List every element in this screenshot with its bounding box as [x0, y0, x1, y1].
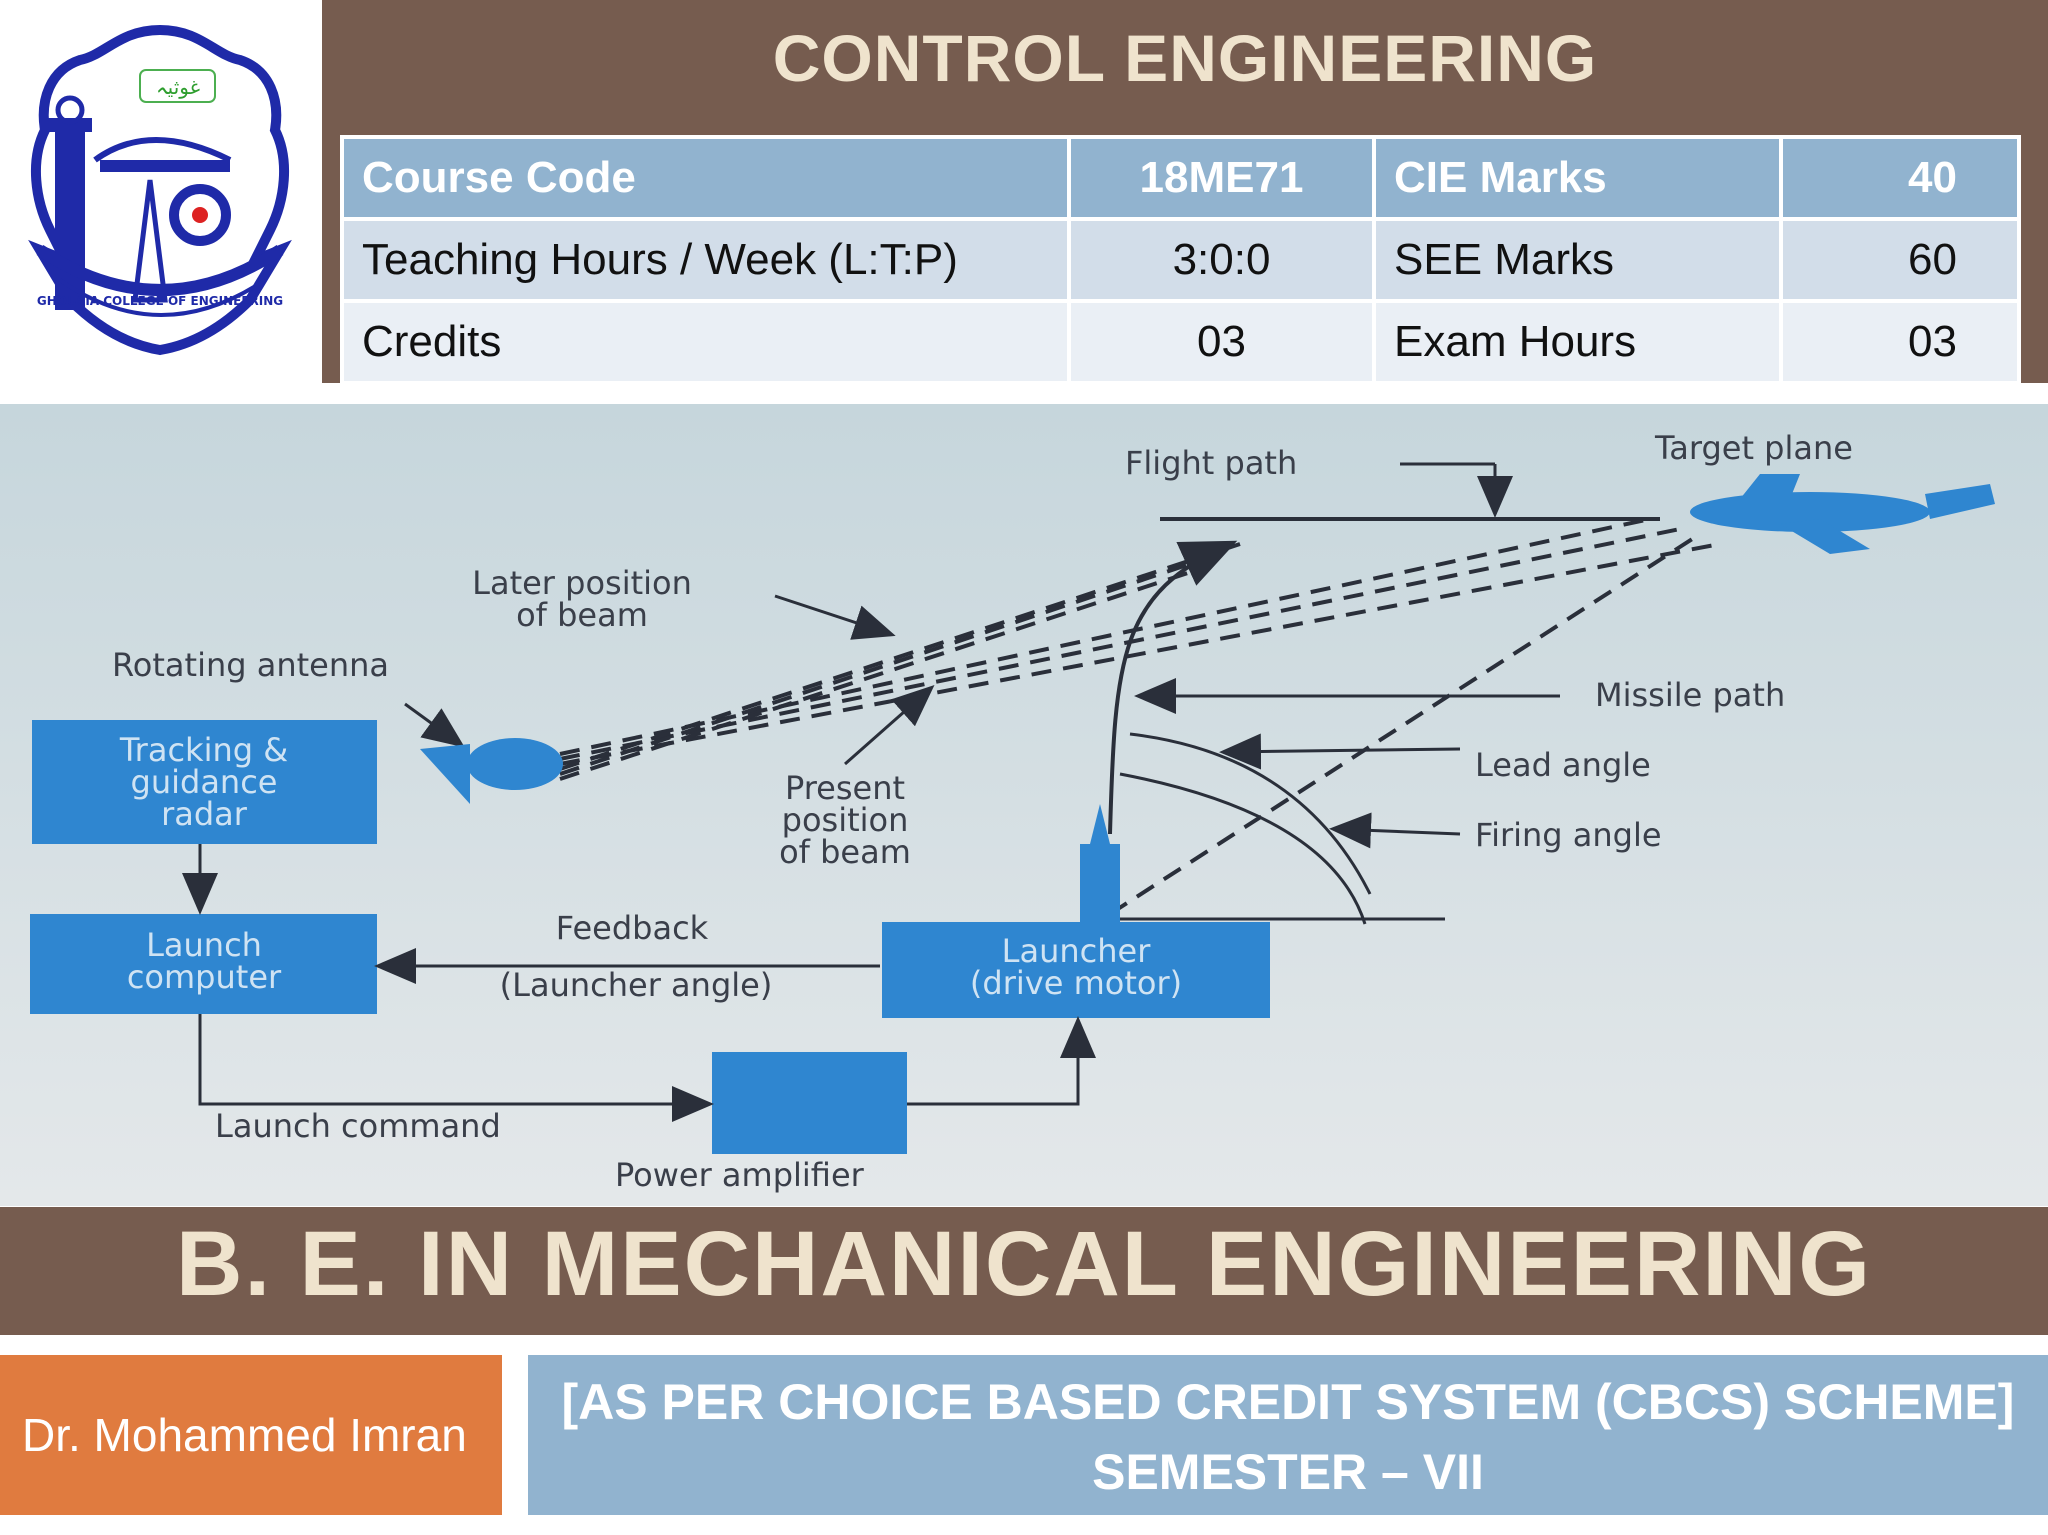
present-beam-arrow: [844, 685, 935, 766]
table-cell: CIE Marks: [1372, 135, 1783, 221]
power-amplifier-block: [712, 1052, 907, 1154]
rotating-antenna-icon: [420, 738, 563, 804]
table-cell: 03: [1067, 299, 1376, 385]
table-cell: Exam Hours: [1372, 299, 1783, 385]
lead-angle-label: Lead angle: [1475, 746, 1651, 784]
table-row: Credits 03 Exam Hours 03: [340, 299, 2021, 385]
tracking-radar-label: guidance: [131, 763, 278, 801]
target-plane-icon: [1690, 474, 1995, 554]
logo-caption: GHOUSIA COLLEGE OF ENGINEERING: [37, 294, 283, 308]
missile-path-label: Missile path: [1595, 676, 1785, 714]
table-cell: 60: [1779, 217, 2021, 303]
page-title: CONTROL ENGINEERING: [772, 21, 1598, 95]
later-position-label: Later position: [472, 564, 692, 602]
missile-icon: [1080, 804, 1120, 924]
present-position-label: Present: [785, 769, 905, 807]
firing-angle-arc: [1119, 772, 1367, 925]
missile-guidance-diagram: Flight path Target plane Later position …: [0, 404, 2048, 1206]
logo-arabic-text: غوثیہ: [156, 75, 200, 99]
launch-command-arrow: [198, 1014, 714, 1122]
lead-angle-arrow: [1219, 733, 1461, 770]
table-cell: 03: [1779, 299, 2021, 385]
college-emblem-icon: GHOUSIA COLLEGE OF ENGINEERING غوثیہ: [28, 24, 292, 356]
present-position-label: of beam: [779, 833, 911, 871]
firing-angle-arrow: [1329, 812, 1461, 849]
subtitle-band: [0, 1207, 2048, 1335]
launch-computer-label: computer: [127, 958, 282, 996]
scheme-box: [AS PER CHOICE BASED CREDIT SYSTEM (CBCS…: [528, 1355, 2048, 1515]
firing-angle-label: Firing angle: [1475, 816, 1662, 854]
present-position-label: position: [782, 801, 909, 839]
author-name: Dr. Mohammed Imran: [0, 1355, 502, 1515]
launch-computer-block: [30, 914, 377, 1014]
semester-line: SEMESTER – VII: [1092, 1444, 1484, 1500]
launch-command-label: Launch command: [215, 1107, 501, 1145]
table-cell: SEE Marks: [1372, 217, 1783, 303]
table-cell: 40: [1779, 135, 2021, 221]
later-beam-arrow: [774, 594, 896, 640]
feedback-label: (Launcher angle): [500, 966, 773, 1004]
launcher-label: (drive motor): [970, 964, 1182, 1002]
antenna-arrow: [404, 702, 465, 748]
flight-path-label: Flight path: [1125, 444, 1297, 482]
college-logo: GHOUSIA COLLEGE OF ENGINEERING غوثیہ: [0, 0, 322, 382]
tracking-radar-block: [32, 720, 377, 844]
launcher-block: [882, 922, 1270, 1018]
table-cell: 3:0:0: [1067, 217, 1376, 303]
launch-computer-label: Launch: [146, 926, 262, 964]
feedback-label: Feedback: [556, 909, 709, 947]
tracking-radar-label: radar: [161, 795, 248, 833]
launcher-label: Launcher: [1002, 932, 1152, 970]
lead-angle-arc: [1129, 732, 1372, 895]
table-cell: 18ME71: [1067, 135, 1376, 221]
table-cell: Course Code: [340, 135, 1071, 221]
table-row: Course Code 18ME71 CIE Marks 40: [340, 135, 2021, 221]
table-cell: Teaching Hours / Week (L:T:P): [340, 217, 1071, 303]
course-details-table: Course Code 18ME71 CIE Marks 40 Teaching…: [340, 135, 2021, 385]
table-row: Teaching Hours / Week (L:T:P) 3:0:0 SEE …: [340, 217, 2021, 303]
tracking-radar-label: Tracking &: [119, 731, 288, 769]
scheme-line: [AS PER CHOICE BASED CREDIT SYSTEM (CBCS…: [561, 1374, 2015, 1430]
target-plane-label: Target plane: [1654, 429, 1853, 467]
amplifier-to-launcher-arrow: [907, 1016, 1096, 1106]
missile-path-curve: [1108, 540, 1238, 835]
program-title: B. E. IN MECHANICAL ENGINEERING: [176, 1213, 1872, 1315]
table-cell: Credits: [340, 299, 1071, 385]
radar-beams: [559, 517, 1721, 916]
rotating-antenna-label: Rotating antenna: [112, 646, 389, 684]
power-amplifier-label: Power amplifier: [615, 1156, 865, 1194]
later-position-label: of beam: [516, 596, 648, 634]
